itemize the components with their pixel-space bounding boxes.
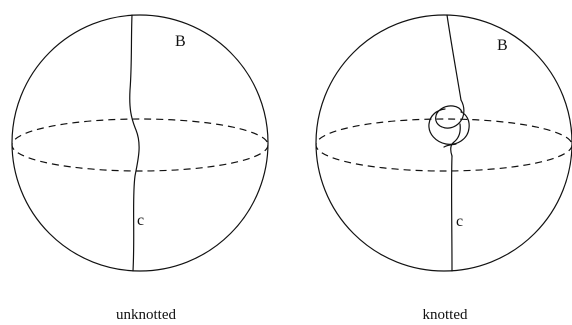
right-curve-label: c [456, 213, 463, 230]
right-ball-label: B [497, 37, 508, 54]
left-caption: unknotted [116, 307, 176, 323]
knotted-panel: B c knotted [315, 14, 572, 323]
right-curve-upper [446, 14, 462, 101]
right-knot-underpass [443, 143, 457, 148]
right-knot-top-loop [435, 99, 465, 129]
left-curve [129, 14, 140, 272]
left-ball-outline [11, 14, 269, 272]
right-knot-crossing [450, 123, 461, 157]
left-ball-label: B [175, 33, 186, 50]
right-knot-outer-loop [428, 108, 470, 145]
right-ball-outline [315, 14, 572, 272]
right-caption: knotted [423, 307, 468, 323]
right-equator [315, 118, 572, 172]
left-curve-label: c [137, 212, 144, 229]
left-equator [11, 118, 269, 172]
unknotted-panel: B c unknotted [11, 14, 269, 323]
